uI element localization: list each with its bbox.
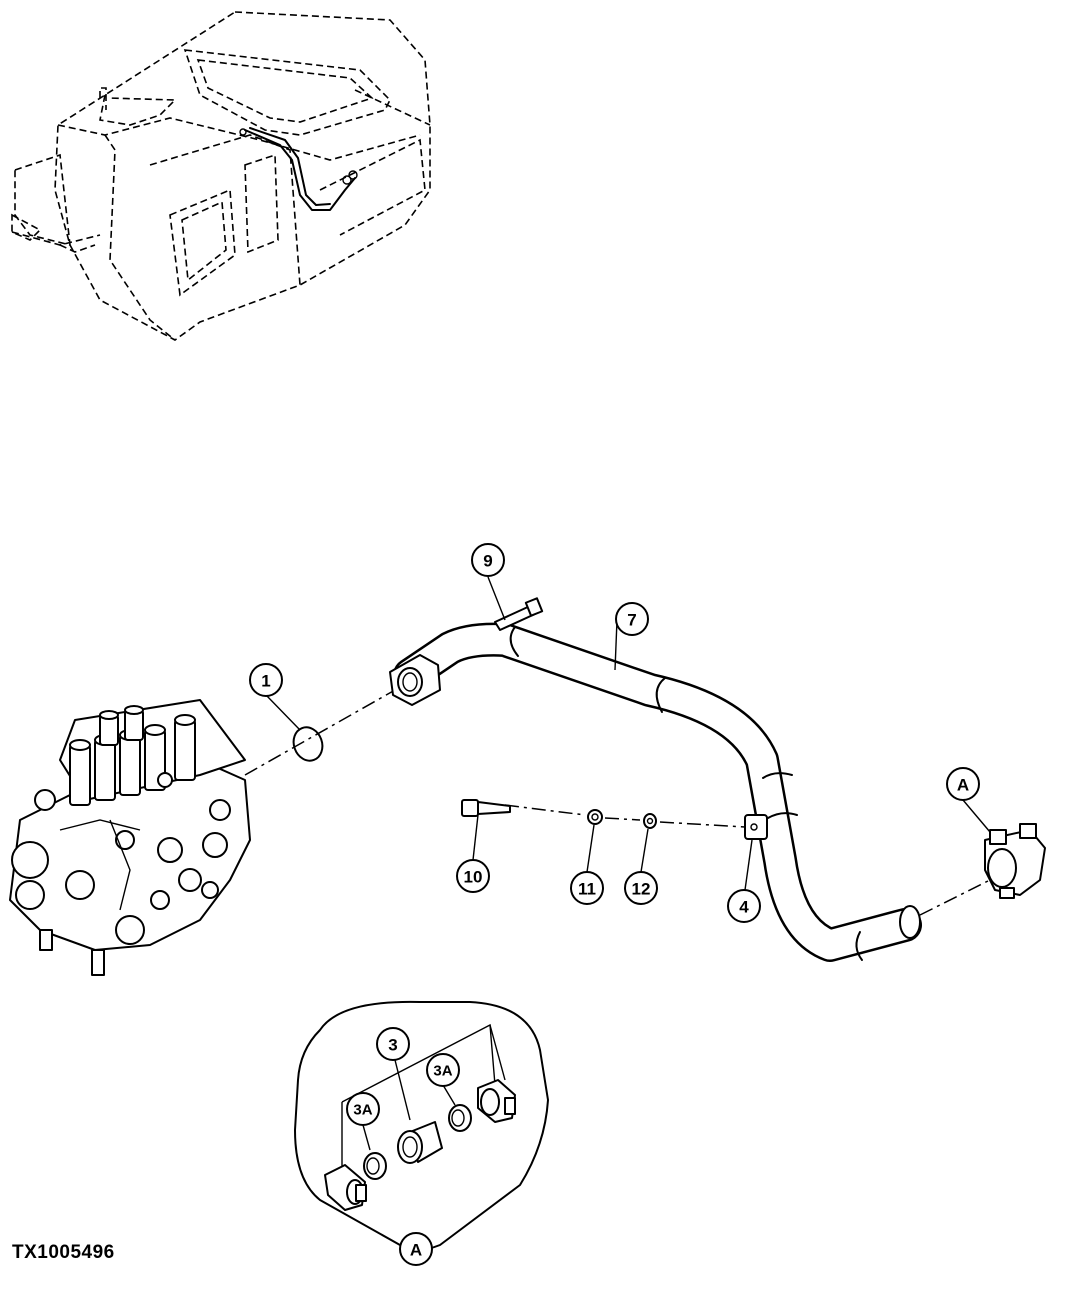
figure-id-label: TX1005496 [12, 1242, 115, 1263]
washer-part-11 [586, 809, 603, 873]
callout-1: 1 [249, 663, 283, 697]
hose-part-7 [389, 619, 922, 962]
callout-a-detail: A [399, 1232, 433, 1266]
svg-text:12: 12 [632, 880, 651, 899]
svg-text:9: 9 [483, 552, 492, 571]
callout-9: 9 [471, 543, 505, 577]
bolt-part-10 [461, 799, 511, 861]
svg-text:A: A [957, 776, 969, 795]
callout-4: 4 [727, 889, 761, 923]
coupling-assembly-a [962, 799, 1046, 899]
callout-3: 3 [376, 1027, 410, 1061]
machine-overview [11, 11, 431, 341]
bolt-part-9 [487, 576, 544, 631]
callout-12: 12 [624, 871, 658, 905]
valve-spools [69, 705, 196, 806]
svg-text:7: 7 [627, 611, 636, 630]
control-valve [9, 699, 251, 976]
callout-3a-left: 3A [346, 1092, 380, 1126]
callout-a-main: A [946, 767, 980, 801]
clamp-part-4 [744, 814, 768, 891]
svg-text:A: A [410, 1241, 422, 1260]
callout-7: 7 [615, 602, 649, 636]
svg-text:3: 3 [388, 1036, 397, 1055]
svg-text:10: 10 [464, 868, 483, 887]
svg-text:11: 11 [578, 880, 596, 899]
svg-text:1: 1 [261, 672, 270, 691]
callout-10: 10 [456, 859, 490, 893]
o-ring-part-1 [265, 694, 324, 762]
callout-11: 11 [570, 871, 604, 905]
washer-part-12 [640, 813, 657, 873]
callout-3a-right: 3A [426, 1053, 460, 1087]
svg-text:3A: 3A [353, 1102, 372, 1119]
svg-text:4: 4 [739, 898, 749, 917]
detail-view-a [294, 1000, 549, 1251]
svg-text:3A: 3A [433, 1063, 452, 1080]
